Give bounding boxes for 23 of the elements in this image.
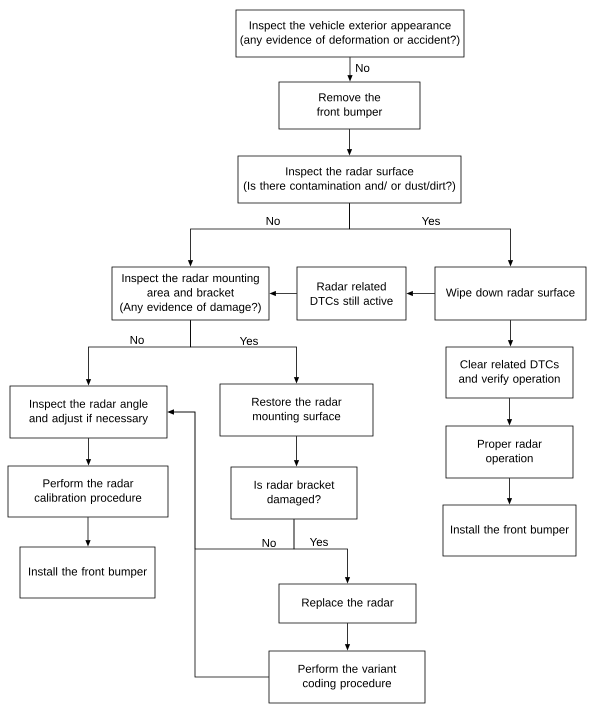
process-box: Perform the variant coding procedure <box>268 650 426 704</box>
process-box: Is radar bracket damaged? <box>230 466 358 520</box>
edge-label: Yes <box>420 216 442 226</box>
edge-label: No <box>128 335 146 345</box>
process-box: Clear related DTCs and verify operation <box>446 346 574 398</box>
process-box: Inspect the radar angle and adjust if necessary <box>10 386 168 438</box>
process-box: Replace the radar <box>278 584 416 624</box>
process-box: Radar related DTCs still active <box>296 266 406 320</box>
process-box: Wipe down radar surface <box>434 266 586 320</box>
process-box: Perform the radar calibration procedure <box>8 466 168 518</box>
edge-label: No <box>354 63 371 73</box>
edge-label: No <box>264 216 282 226</box>
process-box: Proper radar operation <box>446 426 574 478</box>
edge-label: No <box>260 538 278 548</box>
process-box: Install the front bumper <box>20 546 156 598</box>
process-box: Inspect the radar surface (Is there contamination and/ or dust/dirt?) <box>238 156 462 204</box>
process-box: Inspect the radar mounting area and bracket (Any evidence of damage?) <box>112 266 270 320</box>
process-box: Inspect the vehicle exterior appearance (any evidence of deformation or accident?) <box>236 10 464 58</box>
edge-label: Yes <box>308 537 330 547</box>
edge-label: Yes <box>238 336 260 346</box>
process-box: Remove the front bumper <box>278 82 420 130</box>
process-box: Restore the radar mounting surface <box>220 384 374 436</box>
process-box: Install the front bumper <box>442 504 576 556</box>
